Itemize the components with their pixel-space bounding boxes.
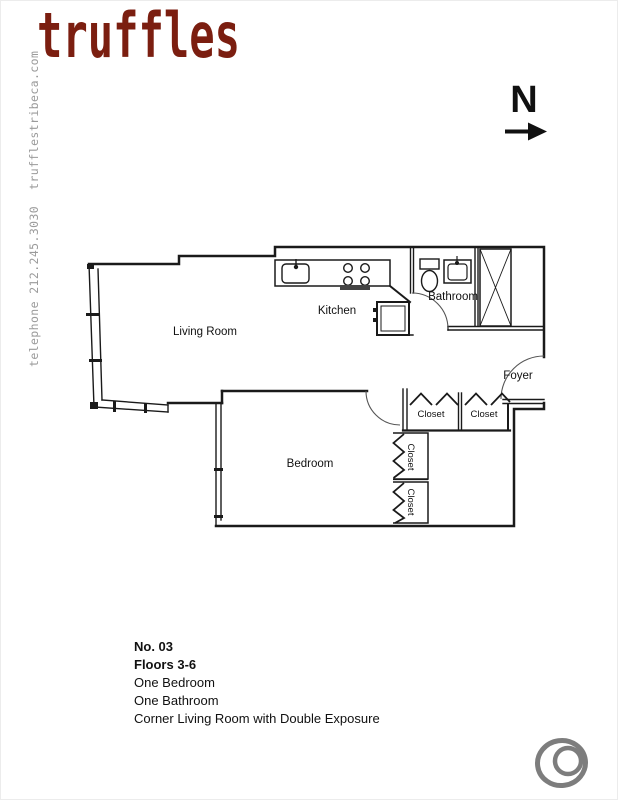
entry-door-arc (500, 355, 545, 400)
unit-bathrooms: One Bathroom (134, 693, 219, 708)
north-arrow-icon (505, 122, 547, 141)
closet-label-4: Closet (405, 489, 416, 516)
north-indicator: N (505, 79, 547, 141)
stove-burners (343, 263, 371, 287)
unit-info-block: No. 03 Floors 3-6 One Bedroom One Bathro… (134, 638, 380, 728)
interior-walls (166, 247, 545, 432)
foyer-label: Foyer (503, 370, 533, 382)
bathroom-label: Bathroom (428, 291, 478, 303)
kitchen-counter (274, 259, 391, 287)
closet-rod-2 (464, 392, 511, 406)
unit-feature: Corner Living Room with Double Exposure (134, 711, 380, 726)
bedroom-label: Bedroom (287, 458, 334, 470)
kitchen-faucet (293, 264, 299, 270)
closet-label-2: Closet (471, 409, 498, 420)
shower (479, 248, 512, 327)
toilet (419, 258, 440, 293)
living-room-label: Living Room (173, 326, 237, 338)
bedroom-closet-2 (393, 481, 429, 524)
bathroom-fixtures (419, 248, 512, 327)
closet-rod-1 (409, 392, 459, 406)
closet-label-3: Closet (405, 444, 416, 471)
stove-front (340, 285, 370, 290)
unit-number: No. 03 (134, 639, 174, 654)
window-mullions (86, 264, 223, 518)
kitchen-fixtures (274, 259, 410, 336)
closet-rod-4 (392, 482, 406, 524)
closets (392, 392, 511, 524)
closet-label-1: Closet (418, 409, 445, 420)
closet-rod-3 (392, 433, 406, 479)
north-label: N (510, 79, 537, 121)
bathroom-door-arc (411, 292, 449, 330)
door-arcs (365, 292, 545, 426)
unit-floors: Floors 3-6 (134, 657, 197, 672)
exterior-walls (87, 245, 546, 528)
truffle-logo-icon (535, 737, 588, 789)
brand-logo: truffles (37, 0, 241, 72)
refrigerator (376, 301, 410, 336)
bedroom-door-arc (365, 390, 401, 426)
bathroom-sink (443, 256, 472, 284)
kitchen-label: Kitchen (318, 305, 356, 317)
unit-bedrooms: One Bedroom (134, 675, 215, 690)
